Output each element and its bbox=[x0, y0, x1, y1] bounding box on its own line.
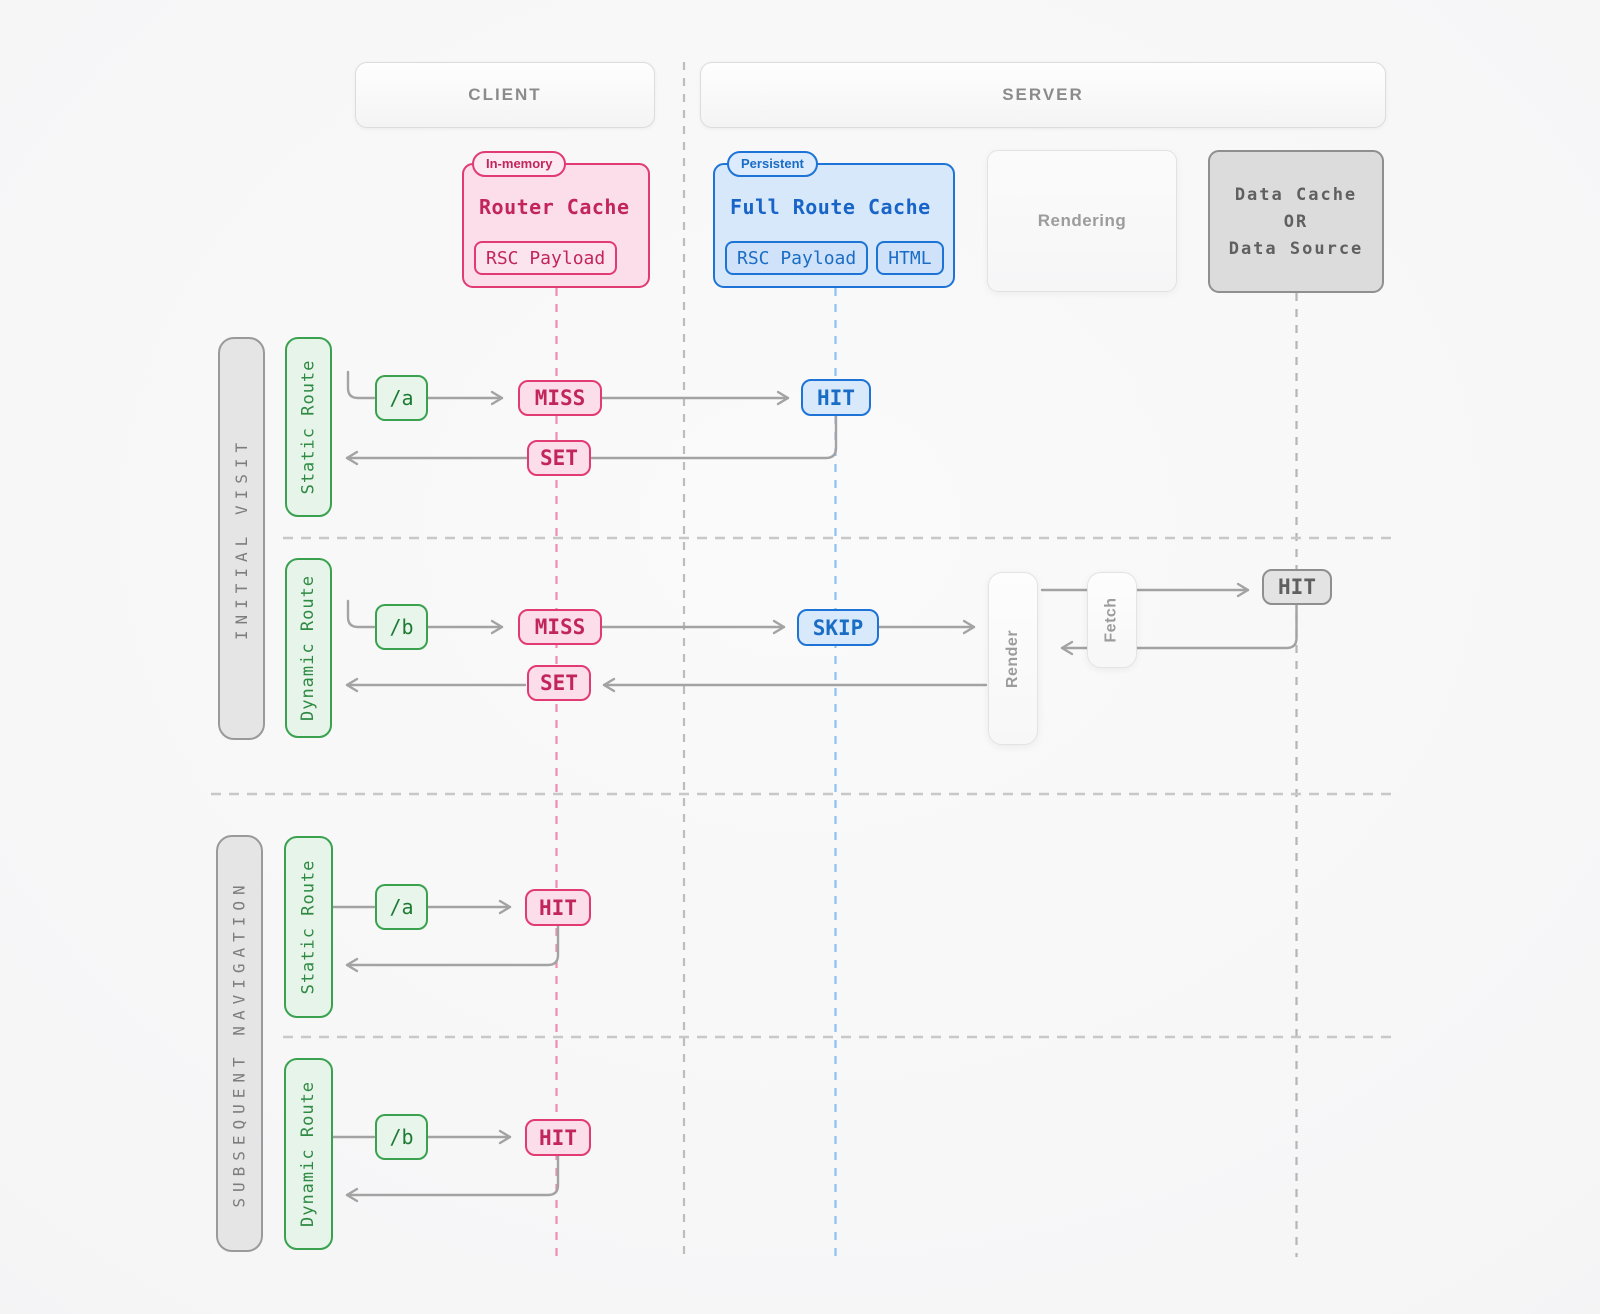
router-cache-set-chip-row1: SET bbox=[527, 440, 591, 476]
request-chip-a-initial: /a bbox=[375, 375, 428, 421]
full-route-cache-title: Full Route Cache bbox=[730, 195, 931, 219]
client-header-label: CLIENT bbox=[468, 85, 542, 104]
data-cache-line3: Data Source bbox=[1228, 238, 1364, 259]
client-header: CLIENT bbox=[355, 62, 655, 128]
full-route-cache-skip-chip: SKIP bbox=[797, 609, 879, 646]
router-cache-hit-chip-row3: HIT bbox=[525, 889, 591, 926]
request-chip-a-subsequent: /a bbox=[375, 884, 428, 930]
html-chip: HTML bbox=[876, 241, 944, 275]
router-cache-miss-chip-row2: MISS bbox=[518, 609, 602, 645]
data-cache-hit-chip: HIT bbox=[1262, 569, 1332, 605]
arrow-row2-hook bbox=[346, 599, 376, 629]
rsc-payload-chip: RSC Payload bbox=[474, 241, 618, 275]
server-header: SERVER bbox=[700, 62, 1386, 128]
arrow-row1-return bbox=[345, 413, 838, 466]
static-route-label-initial: Static Route bbox=[285, 337, 332, 517]
rsc-payload-chip: RSC Payload bbox=[725, 241, 869, 275]
router-cache-set-chip-row2: SET bbox=[527, 665, 591, 701]
server-header-label: SERVER bbox=[1002, 85, 1084, 104]
rendering-label: Rendering bbox=[1037, 211, 1127, 230]
data-cache-box: Data Cache OR Data Source bbox=[1208, 150, 1384, 293]
router-cache-title: Router Cache bbox=[479, 195, 630, 219]
persistent-tag: Persistent bbox=[727, 151, 818, 177]
arrow-row3-return bbox=[345, 924, 560, 973]
data-cache-line1: Data Cache bbox=[1234, 184, 1358, 205]
request-chip-b-subsequent: /b bbox=[375, 1114, 428, 1160]
router-cache-hit-chip-row4: HIT bbox=[525, 1119, 591, 1156]
data-cache-line2: OR bbox=[1283, 211, 1309, 232]
arrow-row1-hook bbox=[346, 370, 376, 400]
subsequent-navigation-label: SUBSEQUENT NAVIGATION bbox=[230, 879, 250, 1208]
subsequent-navigation-pill: SUBSEQUENT NAVIGATION bbox=[216, 835, 263, 1252]
router-cache-box: In-memory Router Cache RSC Payload bbox=[462, 151, 650, 288]
static-route-label-subsequent: Static Route bbox=[284, 836, 333, 1018]
arrow-row2-data-return-to-fetch bbox=[1060, 603, 1298, 656]
fetch-bar: Fetch bbox=[1087, 572, 1137, 668]
rendering-box: Rendering bbox=[987, 150, 1177, 292]
full-route-cache-box: Persistent Full Route Cache RSC Payload … bbox=[713, 151, 955, 288]
arrow-row4-return bbox=[345, 1154, 560, 1203]
request-chip-b-initial: /b bbox=[375, 604, 428, 650]
dynamic-route-label-initial: Dynamic Route bbox=[285, 558, 332, 738]
in-memory-tag: In-memory bbox=[472, 151, 567, 177]
full-route-cache-hit-chip: HIT bbox=[801, 379, 871, 416]
router-cache-miss-chip-row1: MISS bbox=[518, 380, 602, 416]
dynamic-route-label-subsequent: Dynamic Route bbox=[284, 1058, 333, 1250]
initial-visit-pill: INITIAL VISIT bbox=[218, 337, 265, 740]
render-bar: Render bbox=[988, 572, 1038, 745]
initial-visit-label: INITIAL VISIT bbox=[232, 436, 252, 641]
